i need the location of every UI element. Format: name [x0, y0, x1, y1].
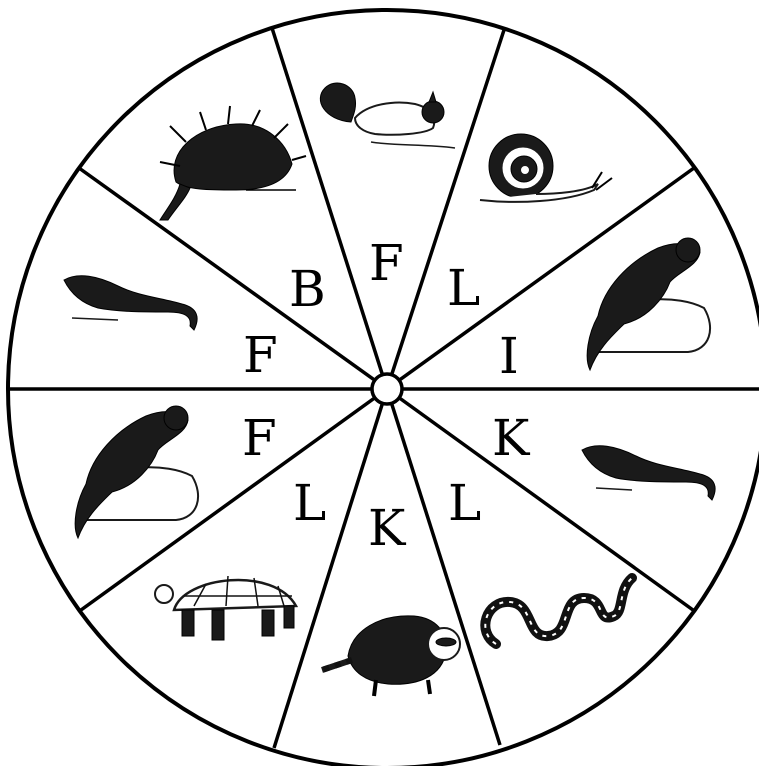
segment-letter-porcupine: B: [289, 260, 326, 318]
squirrel-head: [422, 101, 444, 123]
segment-letter-squirrel: F: [369, 234, 404, 292]
segment-letter-mink-left: F: [243, 326, 278, 384]
segment-letter-snail: L: [447, 259, 480, 317]
segment-letter-mink-right: K: [492, 409, 531, 467]
wheel-hub: [372, 374, 402, 404]
segment-letter-raccoon: K: [368, 499, 407, 557]
segment-letter-otter-left: F: [242, 409, 277, 467]
segment-letter-tortoise: L: [293, 474, 326, 532]
segment-letter-snake: L: [448, 474, 481, 532]
segment-letter-otter-right: I: [499, 327, 519, 385]
